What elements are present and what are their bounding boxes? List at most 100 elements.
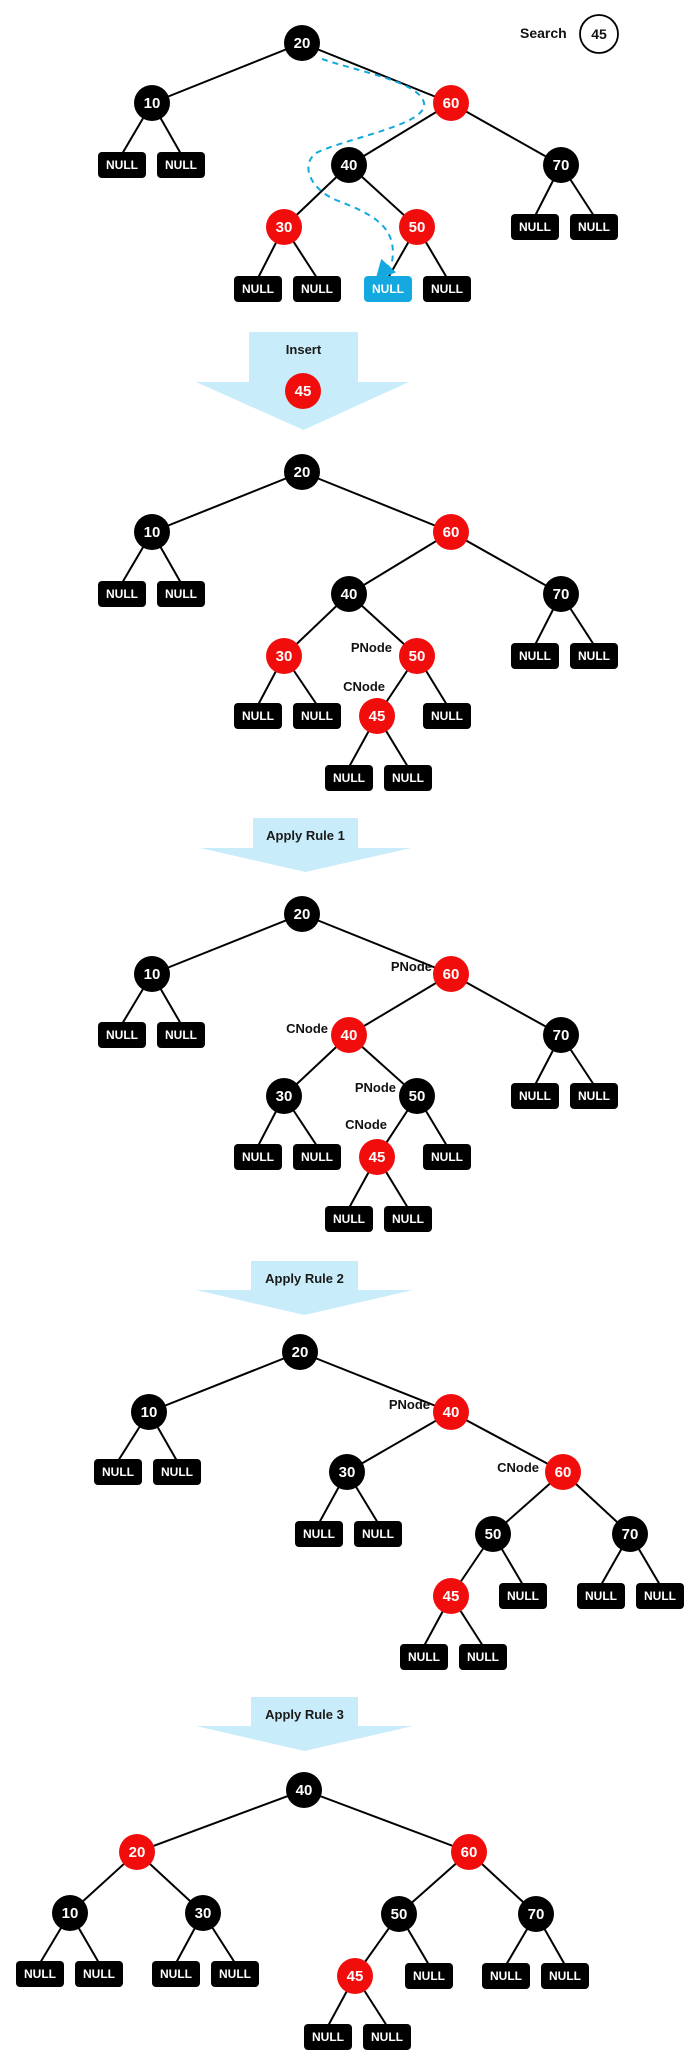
search-indicator: Search 45: [520, 14, 619, 54]
tree-node-45: 45: [359, 698, 395, 734]
red-node-circle: [433, 956, 469, 992]
search-value-circle: [579, 14, 619, 54]
null-box: [459, 1644, 507, 1670]
null-leaf: NULL: [325, 765, 373, 791]
red-node-circle: [545, 1454, 581, 1490]
tree-node-70: 70: [612, 1516, 648, 1552]
tree-edge: [450, 1411, 564, 1473]
black-node-circle: [284, 25, 320, 61]
null-leaf: NULL: [211, 1961, 259, 1987]
tree-edge: [301, 913, 452, 975]
null-box: [325, 765, 373, 791]
black-node-circle: [331, 147, 367, 183]
tree-node-20: 20: [282, 1334, 318, 1370]
null-leaf: NULL: [234, 1144, 282, 1170]
red-node-circle: [119, 1834, 155, 1870]
null-label: NULL: [165, 1028, 197, 1042]
null-leaf: NULL: [16, 1961, 64, 1987]
null-box: [295, 1521, 343, 1547]
tree-node-40: 40: [331, 147, 367, 183]
null-leaf: NULL: [482, 1963, 530, 1989]
null-leaf: NULL: [423, 703, 471, 729]
null-leaf: NULL: [570, 1083, 618, 1109]
null-box: [541, 1963, 589, 1989]
null-leaf: NULL: [293, 276, 341, 302]
tree-node-20: 20: [284, 25, 320, 61]
null-leaf: NULL: [98, 1022, 146, 1048]
step-arrow: Apply Rule 2: [196, 1261, 413, 1315]
null-box: [98, 581, 146, 607]
red-node-circle: [266, 209, 302, 245]
null-leaf: NULL: [157, 1022, 205, 1048]
null-label: NULL: [392, 1212, 424, 1226]
black-node-circle: [134, 85, 170, 121]
null-box: [482, 1963, 530, 1989]
null-label: NULL: [467, 1650, 499, 1664]
null-box: [157, 152, 205, 178]
null-label: NULL: [392, 771, 424, 785]
null-leaf: NULL: [570, 643, 618, 669]
null-leaf: NULL: [234, 276, 282, 302]
red-node-circle: [433, 514, 469, 550]
null-leaf: NULL: [423, 276, 471, 302]
null-leaf: NULL: [459, 1644, 507, 1670]
black-node-circle: [52, 1895, 88, 1931]
tree-node-45: 45: [433, 1578, 469, 1614]
node-value: 70: [528, 1906, 545, 1923]
black-node-circle: [266, 1078, 302, 1114]
null-box: [511, 214, 559, 240]
null-leaf: NULL: [325, 1206, 373, 1232]
black-node-circle: [543, 1017, 579, 1053]
search-value: 45: [591, 26, 607, 42]
null-leaf: NULL: [511, 1083, 559, 1109]
null-leaf: NULL: [400, 1644, 448, 1670]
null-label: NULL: [372, 282, 404, 296]
node-value: 10: [144, 966, 161, 983]
node-value: 50: [409, 219, 426, 236]
null-box: [98, 152, 146, 178]
black-node-circle: [134, 514, 170, 550]
red-node-circle: [399, 209, 435, 245]
null-label: NULL: [165, 587, 197, 601]
node-value: 70: [553, 157, 570, 174]
null-leaf: NULL: [295, 1521, 343, 1547]
node-value: 20: [294, 906, 311, 923]
null-label: NULL: [83, 1967, 115, 1981]
node-value: 30: [276, 219, 293, 236]
step-label: Apply Rule 2: [265, 1271, 344, 1286]
null-leaf: NULL: [157, 581, 205, 607]
tree-edge: [450, 102, 562, 166]
black-node-circle: [543, 147, 579, 183]
pnode-label: PNode: [351, 640, 392, 655]
null-box: [499, 1583, 547, 1609]
null-leaf: NULL: [577, 1583, 625, 1609]
null-label: NULL: [578, 649, 610, 663]
pnode-label: PNode: [389, 1397, 430, 1412]
null-label: NULL: [362, 1527, 394, 1541]
red-node-circle: [359, 1139, 395, 1175]
tree-edge: [348, 531, 452, 595]
null-label: NULL: [519, 1089, 551, 1103]
null-label: NULL: [242, 282, 274, 296]
null-label: NULL: [413, 1969, 445, 1983]
null-box: [234, 276, 282, 302]
tree-edge: [301, 471, 452, 533]
tree-node-45: 45: [359, 1139, 395, 1175]
null-label: NULL: [431, 1150, 463, 1164]
node-value: 30: [276, 648, 293, 665]
tree-edge: [299, 1351, 452, 1413]
black-node-circle: [134, 956, 170, 992]
tree-node-50: 50: [381, 1896, 417, 1932]
null-label: NULL: [301, 709, 333, 723]
tree-edge: [348, 102, 452, 166]
node-value: 10: [62, 1905, 79, 1922]
null-leaf: NULL: [152, 1961, 200, 1987]
null-box: [511, 1083, 559, 1109]
node-value: 60: [443, 966, 460, 983]
cnode-label: CNode: [286, 1021, 328, 1036]
